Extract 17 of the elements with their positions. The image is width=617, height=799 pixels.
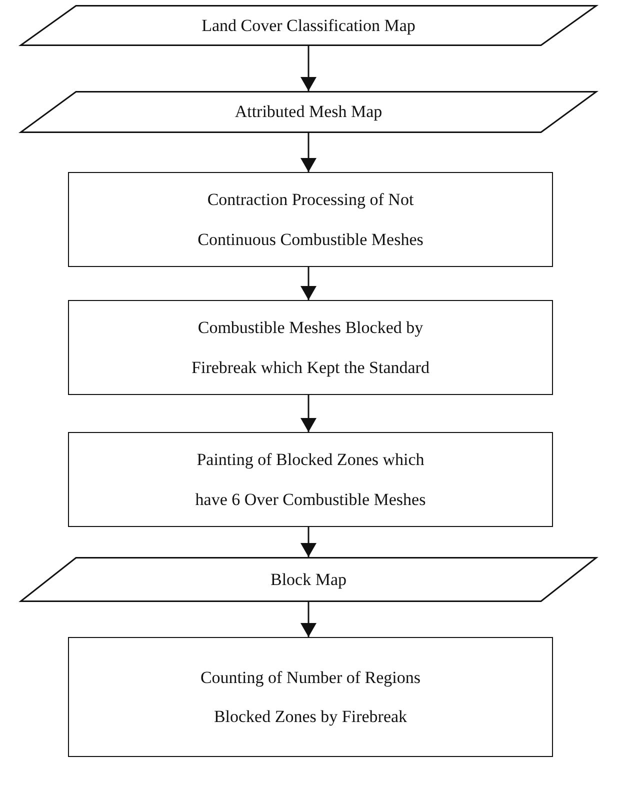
node-label: Attributed Mesh Map	[234, 101, 382, 124]
process-box	[68, 432, 553, 527]
process-box	[68, 172, 553, 267]
process-box	[68, 637, 553, 757]
arrow	[300, 602, 316, 637]
arrow	[300, 133, 316, 172]
node-label: Counting of Number of Regions Blocked Zones by Firebreak	[199, 666, 422, 728]
arrow	[300, 395, 316, 432]
arrow	[300, 46, 316, 91]
arrow	[300, 267, 316, 300]
node-label: Contraction Processing of Not Continuous Combustible Meshes	[196, 189, 424, 250]
node-label: Combustible Meshes Blocked by Firebreak which Kept the Standard	[190, 317, 430, 379]
arrow	[300, 527, 316, 557]
node-label: Block Map	[270, 568, 347, 591]
process-box	[68, 300, 553, 395]
node-label: Painting of Blocked Zones which have 6 Over Combustible Meshes	[194, 449, 427, 510]
node-label: Land Cover Classification Map	[202, 14, 416, 37]
